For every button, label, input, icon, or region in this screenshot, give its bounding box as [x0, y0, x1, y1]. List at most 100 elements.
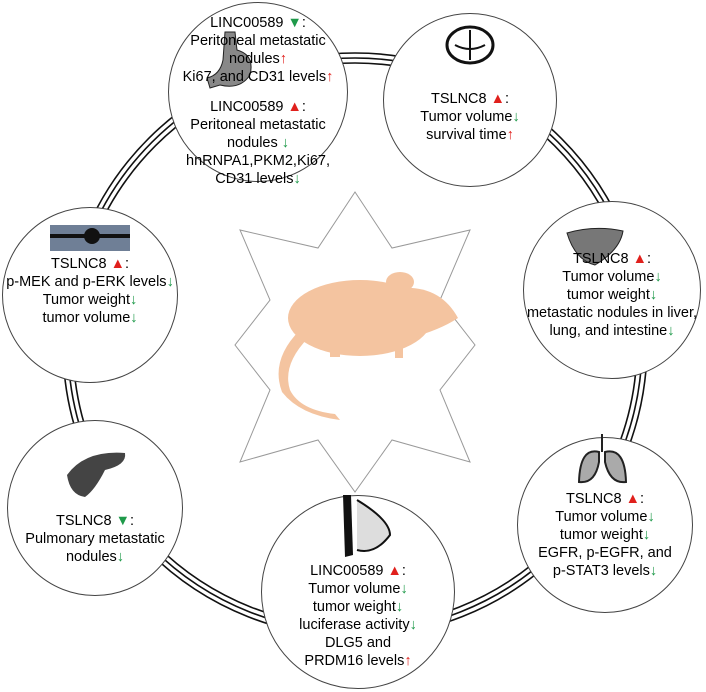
line-text: LINC00589 — [310, 563, 388, 579]
node-text: TSLNC8 ▲:Tumor volume↓tumor weight↓metas… — [523, 250, 701, 340]
arrow-down: ↓ — [130, 310, 138, 326]
liver-icon — [566, 227, 624, 266]
lung-icon — [577, 434, 628, 484]
line-text: Peritoneal metastatic — [190, 117, 326, 133]
text-line: nodules↓ — [7, 548, 183, 566]
text-line: Peritoneal metastatic — [168, 32, 348, 50]
text-line: tumor weight↓ — [517, 526, 693, 544]
line-text: Tumor weight — [42, 292, 131, 308]
line-text: hnRNPA1,PKM2,Ki67, — [186, 153, 330, 169]
stomach-icon — [206, 31, 252, 89]
arrow-up: ↑ — [404, 653, 412, 669]
text-line: p-STAT3 levels↓ — [517, 562, 693, 580]
line-text: PRDM16 levels — [304, 653, 405, 669]
text-line: CD31 levels↓ — [168, 170, 348, 188]
line-text: p-STAT3 levels — [552, 563, 650, 579]
triangle-marker: ▲ — [632, 251, 647, 267]
text-line: TSLNC8 ▼: — [7, 512, 183, 530]
colon: : — [301, 99, 306, 115]
line-text: EGFR, p-EGFR, and — [538, 545, 672, 561]
text-line: TSLNC8 ▲: — [517, 490, 693, 508]
colon: : — [301, 15, 306, 31]
organ-node-pancreas — [7, 420, 183, 596]
line-text: lung, and intestine — [549, 323, 668, 339]
text-line: lung, and intestine↓ — [523, 322, 701, 340]
text-line: Tumor weight↓ — [2, 291, 178, 309]
text-line: luciferase activity↓ — [261, 616, 455, 634]
text-line: metastatic nodules in liver, — [523, 304, 701, 322]
arrow-down: ↓ — [166, 274, 174, 290]
text-line: Peritoneal metastatic — [168, 116, 348, 134]
line-text: Peritoneal metastatic — [190, 33, 326, 49]
node-text: TSLNC8 ▲:Tumor volume↓tumor weight↓EGFR,… — [517, 490, 693, 580]
line-text: DLG5 and — [324, 635, 392, 651]
text-line: tumor weight↓ — [261, 598, 455, 616]
text-line: hnRNPA1,PKM2,Ki67, — [168, 152, 348, 170]
colon: : — [646, 251, 652, 267]
triangle-marker: ▲ — [490, 91, 505, 107]
arrow-down: ↓ — [116, 549, 125, 565]
text-line: nodules ↓ — [168, 134, 348, 152]
text-line: TSLNC8 ▲: — [523, 250, 701, 268]
arrow-down: ↓ — [395, 599, 404, 615]
arrow-down: ↓ — [649, 287, 658, 303]
colon: : — [504, 91, 510, 107]
text-line: Tumor volume↓ — [383, 108, 557, 126]
breast-icon — [343, 495, 392, 557]
line-text: TSLNC8 — [50, 256, 111, 272]
organ-node-stomach — [168, 2, 348, 182]
colon: : — [124, 256, 130, 272]
text-line: Tumor volume↓ — [517, 508, 693, 526]
triangle-marker: ▲ — [387, 563, 402, 579]
line-text: TSLNC8 — [430, 91, 491, 107]
text-line: Ki67, and CD31 levels↑ — [168, 68, 348, 86]
node-text: TSLNC8 ▲:Tumor volume↓survival time↑ — [383, 90, 557, 144]
arrow-down: ↓ — [409, 617, 417, 633]
text-line: DLG5 and — [261, 634, 455, 652]
arrow-up: ↑ — [326, 69, 334, 85]
arrow-down: ↓ — [293, 171, 301, 187]
triangle-marker: ▼ — [115, 513, 130, 529]
text-line: LINC00589 ▲: — [261, 562, 455, 580]
triangle-marker: ▲ — [287, 99, 302, 115]
text-line: Pulmonary metastatic — [7, 530, 183, 548]
line-text: TSLNC8 — [55, 513, 116, 529]
pancreas-icon — [67, 452, 126, 497]
arrow-down: ↓ — [647, 509, 655, 525]
text-line: TSLNC8 ▲: — [2, 255, 178, 273]
line-text: tumor volume — [42, 310, 131, 326]
line-text: survival time — [426, 127, 507, 143]
arrow-down: ↓ — [512, 109, 520, 125]
line-text: luciferase activity — [299, 617, 410, 633]
line-text: p-MEK and p-ERK levels — [6, 274, 167, 290]
line-text: Tumor volume — [420, 109, 513, 125]
organ-node-liver — [523, 201, 701, 379]
line-text: tumor weight — [559, 527, 643, 543]
brain-icon — [445, 25, 495, 65]
colon: : — [401, 563, 406, 579]
line-text: TSLNC8 — [565, 491, 626, 507]
line-text: CD31 levels — [215, 171, 294, 187]
line-text: tumor weight — [312, 599, 396, 615]
triangle-marker: ▲ — [110, 256, 125, 272]
arrow-down: ↓ — [667, 323, 675, 339]
line-text: Tumor volume — [562, 269, 655, 285]
text-line: tumor weight↓ — [523, 286, 701, 304]
text-line: Tumor volume↓ — [261, 580, 455, 598]
line-text: Tumor volume — [308, 581, 401, 597]
text-line: tumor volume↓ — [2, 309, 178, 327]
triangle-marker: ▲ — [625, 491, 640, 507]
line-text: metastatic nodules in liver, — [526, 305, 698, 321]
arrow-down: ↓ — [400, 581, 408, 597]
text-line: TSLNC8 ▲: — [383, 90, 557, 108]
colon: : — [639, 491, 645, 507]
line-text: Tumor volume — [555, 509, 648, 525]
text-line: LINC00589 ▲: — [168, 98, 348, 116]
line-text: nodules — [65, 549, 117, 565]
colon: : — [129, 513, 135, 529]
line-text: nodules — [226, 135, 282, 151]
triangle-marker: ▼ — [287, 15, 302, 31]
line-text: tumor weight — [566, 287, 650, 303]
